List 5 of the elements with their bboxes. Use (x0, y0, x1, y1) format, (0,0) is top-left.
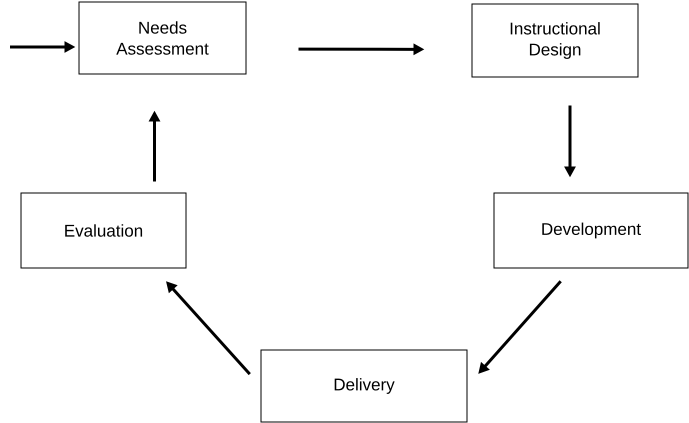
process-box: Delivery (260, 350, 468, 422)
process-box: Development (494, 192, 688, 268)
process-box: Instructional Design (472, 4, 638, 78)
process-box: Evaluation (20, 192, 186, 268)
process-box: Needs Assessment (78, 2, 246, 74)
